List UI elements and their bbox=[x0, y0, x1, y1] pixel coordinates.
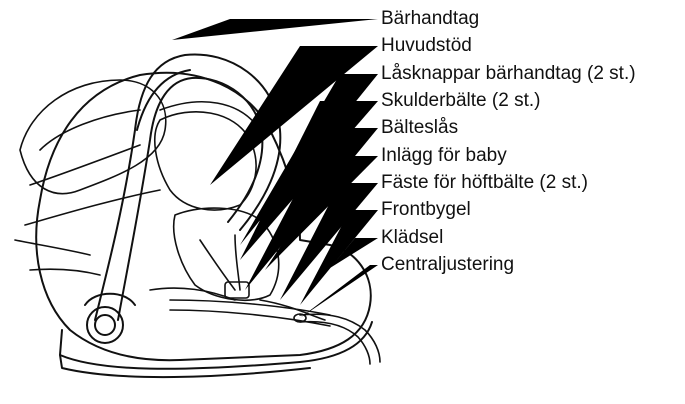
label-balteslas: Bälteslås bbox=[381, 117, 458, 139]
label-lasknappar-barhandtag: Låsknappar bärhandtag (2 st.) bbox=[381, 63, 636, 85]
label-centraljustering: Centraljustering bbox=[381, 254, 514, 276]
label-faste-for-hoftbalte: Fäste för höftbälte (2 st.) bbox=[381, 172, 588, 194]
central-adjuster bbox=[294, 314, 380, 364]
handle-hub bbox=[85, 294, 135, 343]
leader-line-barhandtag bbox=[172, 19, 378, 40]
head-rest bbox=[155, 112, 256, 210]
label-huvudstod: Huvudstöd bbox=[381, 35, 472, 57]
label-barhandtag: Bärhandtag bbox=[381, 8, 479, 30]
label-skulderbalte: Skulderbälte (2 st.) bbox=[381, 90, 540, 112]
label-frontbygel: Frontbygel bbox=[381, 199, 471, 221]
label-inlagg-for-baby: Inlägg för baby bbox=[381, 145, 507, 167]
label-kladsel: Klädsel bbox=[381, 227, 443, 249]
